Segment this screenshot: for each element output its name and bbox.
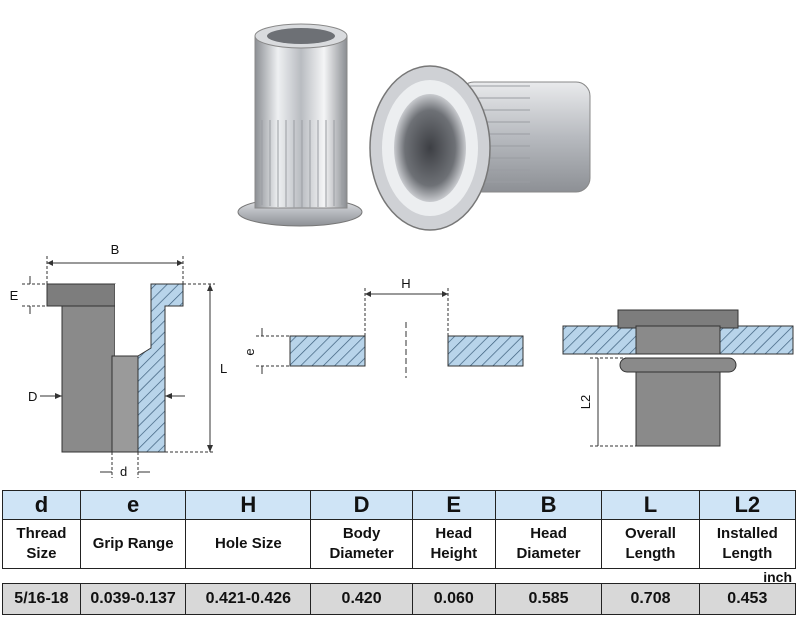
value-cell: 0.039-0.137 [79,583,187,615]
label-l2: L2 [578,395,593,409]
description-cell: Grip Range [79,519,187,569]
unit-label: inch [763,569,792,585]
value-cell: 0.453 [698,583,797,615]
unit-spacer-row [2,568,796,584]
label-l: L [220,361,227,376]
values-row: 5/16-18 0.039-0.137 0.421-0.426 0.420 0.… [2,583,797,615]
value-cell: 0.708 [601,583,700,615]
label-d-lower: d [120,464,127,479]
lying-rivet-nut [369,65,591,231]
symbol-cell: E [411,490,496,520]
symbol-cell: B [494,490,603,520]
symbol-cell: D [310,490,413,520]
label-b: B [111,242,120,257]
label-e-upper: E [10,288,19,303]
value-cell: 5/16-18 [2,583,81,615]
installed-rivet-nut-diagram: L2 [562,309,794,447]
rivet-nut-product-photo [237,23,591,231]
value-cell: 0.421-0.426 [185,583,312,615]
symbol-cell: L [601,490,700,520]
value-cell: 0.060 [411,583,496,615]
value-cell: 0.420 [310,583,413,615]
symbol-row: d e H D E B L L2 [2,490,797,520]
label-h: H [401,276,410,291]
plate-hole-diagram: H e [242,276,524,378]
description-cell: Hole Size [185,519,312,569]
label-e-lower: e [242,348,257,355]
rivet-nut-cross-section: B E L D d [10,242,228,479]
symbol-cell: e [79,490,187,520]
symbol-cell: d [2,490,81,520]
dimension-diagrams: B E L D d [10,242,794,479]
symbol-cell: L2 [698,490,797,520]
standing-rivet-nut [237,23,363,227]
symbol-cell: H [185,490,312,520]
label-d-upper: D [28,389,37,404]
value-cell: 0.585 [494,583,603,615]
